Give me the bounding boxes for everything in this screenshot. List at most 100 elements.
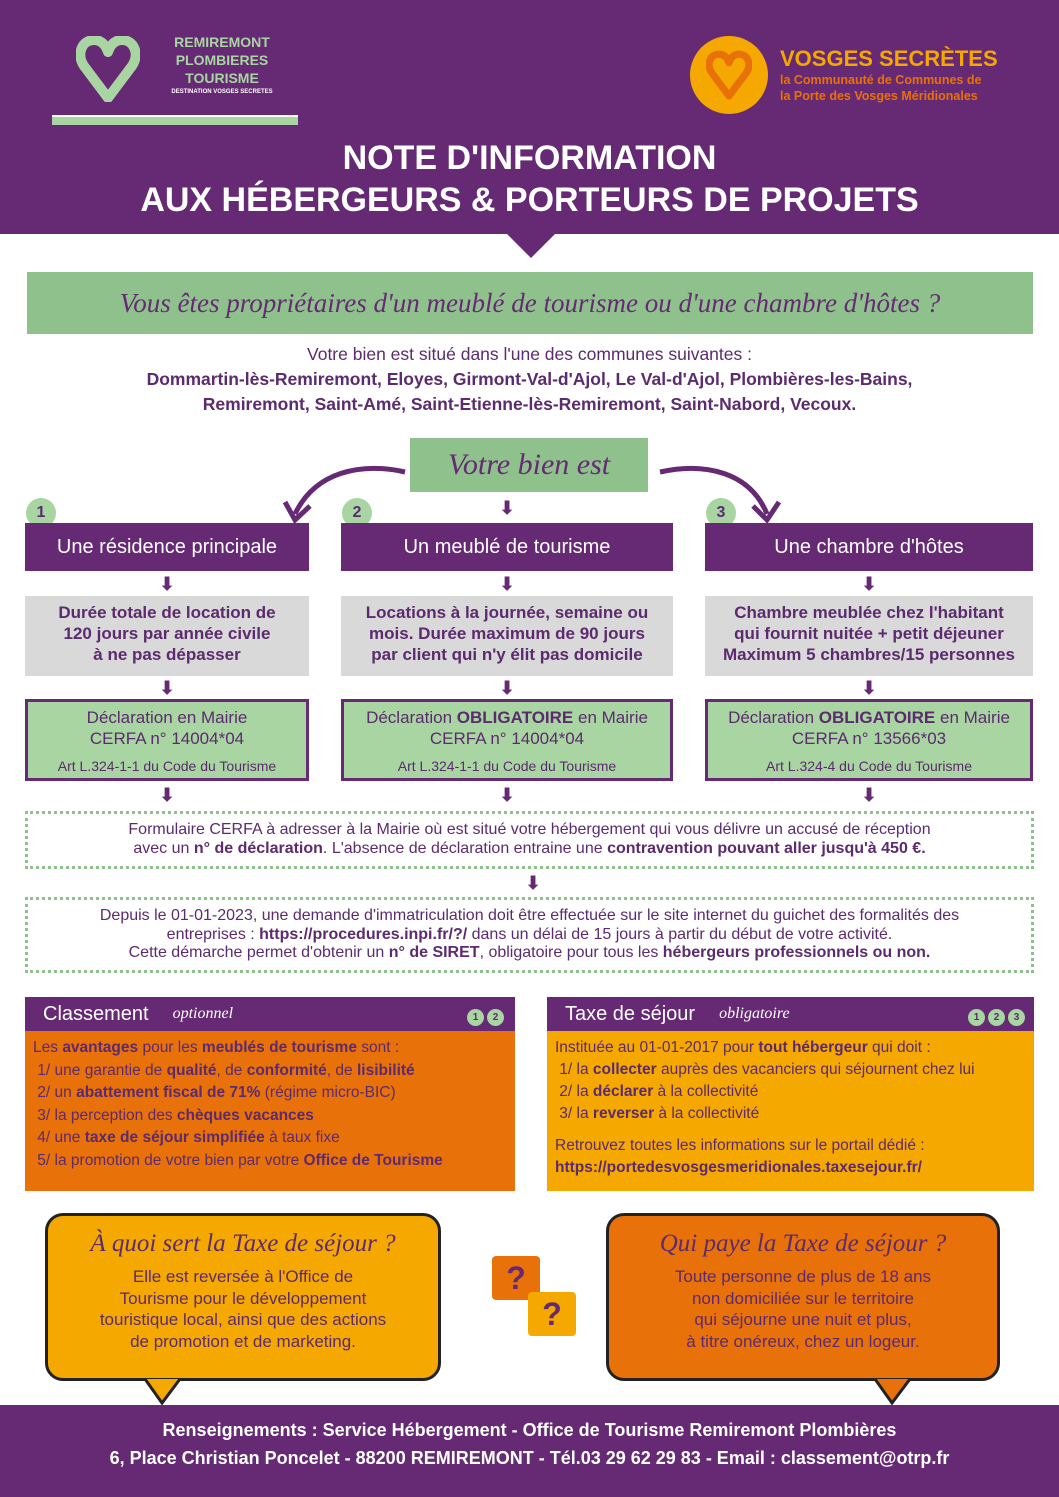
text-segment: sont : (356, 1039, 400, 1056)
footer-line2: 6, Place Christian Poncelet - 88200 REMI… (109, 1448, 950, 1468)
text-segment: Depuis le 01-01-2023, une demande d'imma… (99, 907, 960, 924)
text-segment: qui doit : (867, 1039, 931, 1056)
logo-tagline: DESTINATION VOSGES SECRETES (171, 89, 273, 95)
arrow-down-icon: ⬇ (861, 574, 877, 594)
bold-text-segment: taxe de séjour simplifiée (84, 1129, 265, 1146)
code-article: Art L.324-1-1 du Code du Tourisme (57, 758, 277, 774)
bold-text-segment: tout hébergeur (758, 1039, 868, 1056)
text-segment: Formulaire CERFA à adresser à la Mairie … (128, 821, 931, 838)
bold-text-segment: avantages (62, 1039, 139, 1056)
text-segment: Cette démarche permet d'obtenir un (128, 944, 389, 961)
text-segment: Déclaration (366, 708, 457, 727)
text-segment: à la collectivité (654, 1105, 760, 1122)
bold-text-segment: n° de SIRET (388, 944, 480, 961)
bold-text-segment: conformité (246, 1061, 327, 1079)
column-title: Un meublé de tourisme (341, 523, 673, 571)
text-segment: (régime micro-BIC) (260, 1084, 396, 1101)
text-line: qui séjourne une nuit et plus, (694, 1310, 912, 1329)
text-segment: en Mairie (573, 708, 648, 727)
bold-text-segment: qualité (166, 1061, 217, 1079)
declaration-box: Déclaration OBLIGATOIRE en Mairie CERFA … (705, 699, 1033, 781)
code-article: Art L.324-1-1 du Code du Tourisme (397, 758, 617, 774)
column-badge: 2 (487, 1008, 504, 1026)
arrow-down-icon: ⬇ (861, 785, 877, 805)
text-segment: à taux fixe (264, 1129, 340, 1146)
bold-text-segment: déclarer (592, 1083, 654, 1100)
arrow-down-icon: ⬇ (159, 574, 175, 594)
siret-notice: Depuis le 01-01-2023, une demande d'imma… (25, 897, 1034, 973)
footer: Renseignements : Service Hébergement - O… (0, 1405, 1059, 1497)
arrow-down-icon: ⬇ (525, 873, 541, 893)
taxe-portal-text: Retrouvez toutes les informations sur le… (555, 1137, 925, 1154)
text-segment: . L'absence de déclaration entraine une (322, 839, 608, 857)
column-badge: 1 (968, 1008, 985, 1026)
text-segment: 4/ une (33, 1129, 85, 1146)
cerfa-notice: Formulaire CERFA à adresser à la Mairie … (25, 811, 1034, 869)
logo-line3: TOURISME (185, 70, 259, 86)
communes-line1: Dommartin-lès-Remiremont, Eloyes, Girmon… (146, 369, 913, 389)
text-segment: entreprises : (166, 925, 260, 943)
declaration-label: Déclaration OBLIGATOIRE en Mairie (344, 707, 670, 728)
text-line: avec un n° de déclaration. L'absence de … (28, 840, 1031, 859)
text-segment: Les (33, 1039, 63, 1056)
text-segment: avec un (133, 839, 194, 857)
text-line: Toute personne de plus de 18 ans (674, 1267, 932, 1286)
arrow-down-icon: ⬇ (159, 785, 175, 805)
bold-text-segment: contravention pouvant aller jusqu'à 450 … (607, 839, 926, 857)
classement-subtitle: optionnel (172, 1005, 234, 1022)
column-badge: 3 (1008, 1008, 1025, 1026)
bold-text-segment: hébergeurs professionnels ou non. (662, 944, 931, 961)
bubble-left-title: À quoi sert la Taxe de séjour ? (90, 1230, 396, 1257)
text-line: Elle est reversée à l'Office de (132, 1267, 354, 1286)
header-notch (505, 232, 557, 258)
arrow-down-icon: ⬇ (499, 574, 515, 594)
text-line: Cette démarche permet d'obtenir un n° de… (28, 944, 1031, 963)
page-title-line1: NOTE D'INFORMATION (342, 139, 717, 177)
logo-vosges-secretes: VOSGES SECRÈTES la Communauté de Commune… (690, 36, 1030, 116)
column-badge: 1 (467, 1008, 484, 1026)
text-line: 5/ la promotion de votre bien par votre … (33, 1150, 507, 1173)
text-line: par client qui n'y élit pas domicile (371, 645, 643, 664)
logo-sub2: la Porte des Vosges Méridionales (780, 89, 978, 103)
heart-v-logo-icon (76, 36, 140, 102)
text-line: 3/ la reverser à la collectivité (555, 1103, 1026, 1125)
bold-text-segment: collecter (592, 1061, 657, 1078)
classement-body: Les avantages pour les meublés de touris… (25, 1031, 515, 1178)
logo-remiremont: REMIREMONT PLOMBIERES TOURISME DESTINATI… (52, 30, 302, 128)
bold-text-segment: OBLIGATOIRE (818, 708, 936, 727)
text-segment: en Mairie (935, 708, 1010, 727)
text-line: à ne pas dépasser (93, 645, 241, 664)
question-marks-icon: ? ? (492, 1256, 578, 1340)
text-segment: 2/ la (555, 1083, 593, 1100)
text-line: entreprises : https://procedures.inpi.fr… (28, 926, 1031, 945)
text-line: Maximum 5 chambres/15 personnes (723, 645, 1015, 664)
code-article: Art L.324-4 du Code du Tourisme (766, 758, 972, 774)
text-segment: , de (326, 1061, 357, 1079)
text-segment: 2/ un (33, 1084, 77, 1101)
text-line: 1/ une garantie de qualité, de conformit… (33, 1060, 507, 1083)
bold-text-segment: OBLIGATOIRE (456, 708, 574, 727)
text-line: Tourisme pour le développement (119, 1288, 367, 1308)
text-line: 3/ la perception des chèques vacances (33, 1105, 507, 1128)
bold-text-segment: n° de déclaration (193, 839, 323, 857)
bubble-tail-left (143, 1378, 182, 1405)
bold-text-segment: https://procedures.inpi.fr/?/ (259, 925, 468, 943)
bold-text-segment: abattement fiscal de 71% (76, 1084, 261, 1101)
column-title: Une chambre d'hôtes (705, 523, 1033, 571)
arrow-down-icon: ⬇ (499, 678, 515, 698)
text-line: 1/ la collecter auprès des vacanciers qu… (555, 1059, 1026, 1081)
text-segment: pour les (138, 1039, 202, 1056)
orange-circle-logo-icon (690, 36, 768, 114)
text-line: mois. Durée maximum de 90 jours (369, 624, 645, 643)
bold-text-segment: lisibilité (356, 1061, 415, 1079)
declaration-box: Déclaration en Mairie CERFA n° 14004*04 … (25, 699, 309, 781)
cerfa-number: CERFA n° 13566*03 (791, 729, 947, 748)
text-line: non domiciliée sur le territoire (691, 1288, 915, 1308)
arrow-down-icon: ⬇ (159, 678, 175, 698)
taxe-portal-link[interactable]: https://portedesvosgesmeridionales.taxes… (555, 1159, 922, 1176)
text-segment: Déclaration (728, 708, 819, 727)
